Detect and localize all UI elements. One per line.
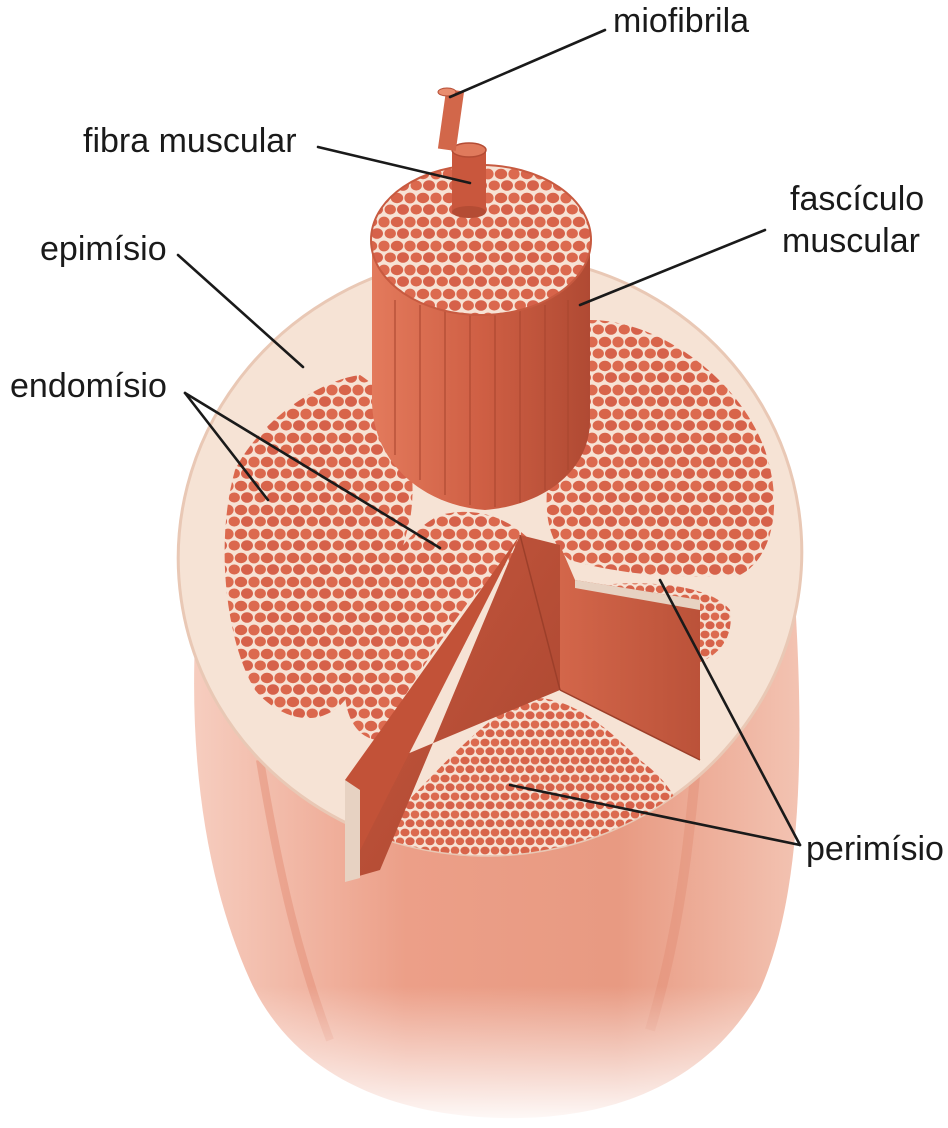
label-endomisio: endomísio — [10, 367, 167, 405]
leader-miofibrila — [450, 30, 605, 97]
label-fibra-muscular: fibra muscular — [83, 122, 297, 160]
leader-fibra-muscular — [318, 147, 470, 183]
label-perimisio: perimísio — [806, 830, 944, 868]
label-miofibrila: miofibrila — [613, 2, 749, 40]
leader-epimisio — [178, 255, 303, 367]
label-fasciculo-line1: fascículo — [790, 180, 924, 218]
leader-fasciculo — [580, 230, 765, 305]
label-fasciculo-line2: muscular — [782, 222, 920, 260]
fascicle-cylinder — [371, 165, 591, 510]
label-epimisio: epimísio — [40, 230, 167, 268]
